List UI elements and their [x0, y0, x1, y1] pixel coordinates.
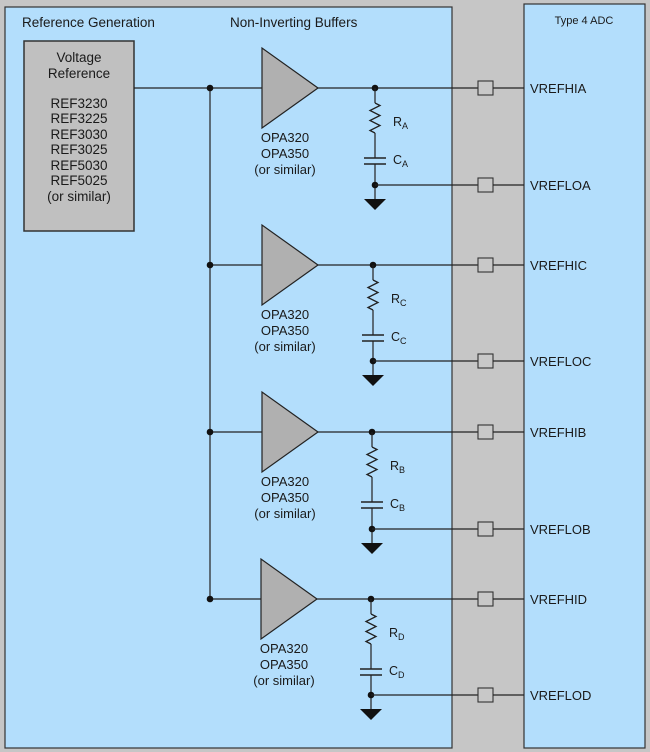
adc-pin-box: [477, 80, 494, 96]
resistor-label-letter: R: [391, 292, 400, 306]
adc-pin-box: [477, 257, 494, 273]
bus-junction-dot: [206, 595, 214, 603]
adc-pin-label-vreflo: VREFLOC: [530, 354, 591, 369]
adc-pin-box: [477, 353, 494, 369]
voltage-reference-part: REF5030: [50, 158, 107, 173]
opamp-part-label: OPA320: [261, 474, 309, 489]
ground-symbol: [360, 709, 382, 720]
bus-junction-dot: [206, 84, 214, 92]
opamp-buffer: [261, 390, 320, 474]
section-title-reference-generation: Reference Generation: [22, 15, 155, 30]
capacitor-label-letter: C: [389, 664, 398, 678]
opamp-part-label: (or similar): [254, 339, 315, 354]
resistor-symbol: [364, 613, 378, 645]
resistor-label-letter: R: [390, 459, 399, 473]
voltage-reference-part: REF3025: [50, 142, 107, 157]
capacitor-label-letter: C: [393, 153, 402, 167]
adc-pin-box: [477, 177, 494, 193]
resistor-label-subscript: D: [398, 632, 405, 642]
opamp-buffer: [261, 223, 320, 307]
capacitor-label-subscript: A: [402, 159, 408, 169]
voltage-reference-part: REF3230: [50, 96, 107, 111]
adc-pin-label-vrefhi: VREFHID: [530, 592, 587, 607]
opamp-buffer: [260, 557, 319, 641]
resistor-label-subscript: B: [399, 465, 405, 475]
capacitor-label-subscript: D: [398, 670, 405, 680]
voltage-reference-part: REF3225: [50, 111, 107, 126]
voltage-reference-title: Reference: [48, 66, 110, 81]
ground-symbol: [362, 375, 384, 386]
adc-pin-box: [477, 424, 494, 440]
capacitor-label-subscript: B: [399, 503, 405, 513]
opamp-part-label: OPA350: [261, 490, 309, 505]
adc-pin-box: [477, 591, 494, 607]
adc-pin-box: [477, 521, 494, 537]
opamp-buffer: [261, 46, 320, 130]
section-title-non-inverting-buffers: Non-Inverting Buffers: [230, 15, 358, 30]
resistor-label: RB: [390, 459, 405, 475]
resistor-label-letter: R: [389, 626, 398, 640]
resistor-label: RD: [389, 626, 405, 642]
opamp-part-label: OPA350: [260, 657, 308, 672]
adc-pin-label-vrefhi: VREFHIC: [530, 258, 587, 273]
opamp-part-label: OPA320: [261, 307, 309, 322]
section-title-adc: Type 4 ADC: [555, 15, 614, 27]
resistor-label-letter: R: [393, 115, 402, 129]
capacitor-label-subscript: C: [400, 336, 407, 346]
ground-symbol: [361, 543, 383, 554]
adc-pin-label-vrefhi: VREFHIA: [530, 81, 587, 96]
opamp-part-label: (or similar): [254, 506, 315, 521]
opamp-part-label: OPA320: [260, 641, 308, 656]
voltage-reference-block: [23, 40, 135, 232]
ground-symbol: [364, 199, 386, 210]
resistor-label-subscript: C: [400, 298, 407, 308]
voltage-reference-title: Voltage: [56, 50, 101, 65]
capacitor-label-letter: C: [391, 330, 400, 344]
opamp-part-label: OPA350: [261, 323, 309, 338]
opamp-part-label: (or similar): [254, 162, 315, 177]
voltage-reference-part: REF3030: [50, 127, 107, 142]
resistor-symbol: [368, 102, 382, 134]
adc-pin-label-vreflo: VREFLOB: [530, 522, 591, 537]
opamp-part-label: OPA350: [261, 146, 309, 161]
adc-pin-label-vreflo: VREFLOA: [530, 178, 591, 193]
voltage-reference-part: REF5025: [50, 173, 107, 188]
resistor-symbol: [366, 279, 380, 311]
bus-junction-dot: [206, 261, 214, 269]
capacitor-label: CD: [389, 664, 405, 680]
capacitor-label: CB: [390, 497, 405, 513]
opamp-part-label: OPA320: [261, 130, 309, 145]
resistor-label: RA: [393, 115, 408, 131]
adc-pin-box: [477, 687, 494, 703]
resistor-label-subscript: A: [402, 121, 408, 131]
resistor-label: RC: [391, 292, 407, 308]
voltage-reference-part: (or similar): [47, 189, 111, 204]
bus-junction-dot: [206, 428, 214, 436]
adc-pin-label-vrefhi: VREFHIB: [530, 425, 586, 440]
capacitor-label: CA: [393, 153, 408, 169]
resistor-symbol: [365, 446, 379, 478]
capacitor-label-letter: C: [390, 497, 399, 511]
adc-panel: [523, 3, 646, 749]
adc-pin-label-vreflo: VREFLOD: [530, 688, 591, 703]
capacitor-label: CC: [391, 330, 407, 346]
opamp-part-label: (or similar): [253, 673, 314, 688]
